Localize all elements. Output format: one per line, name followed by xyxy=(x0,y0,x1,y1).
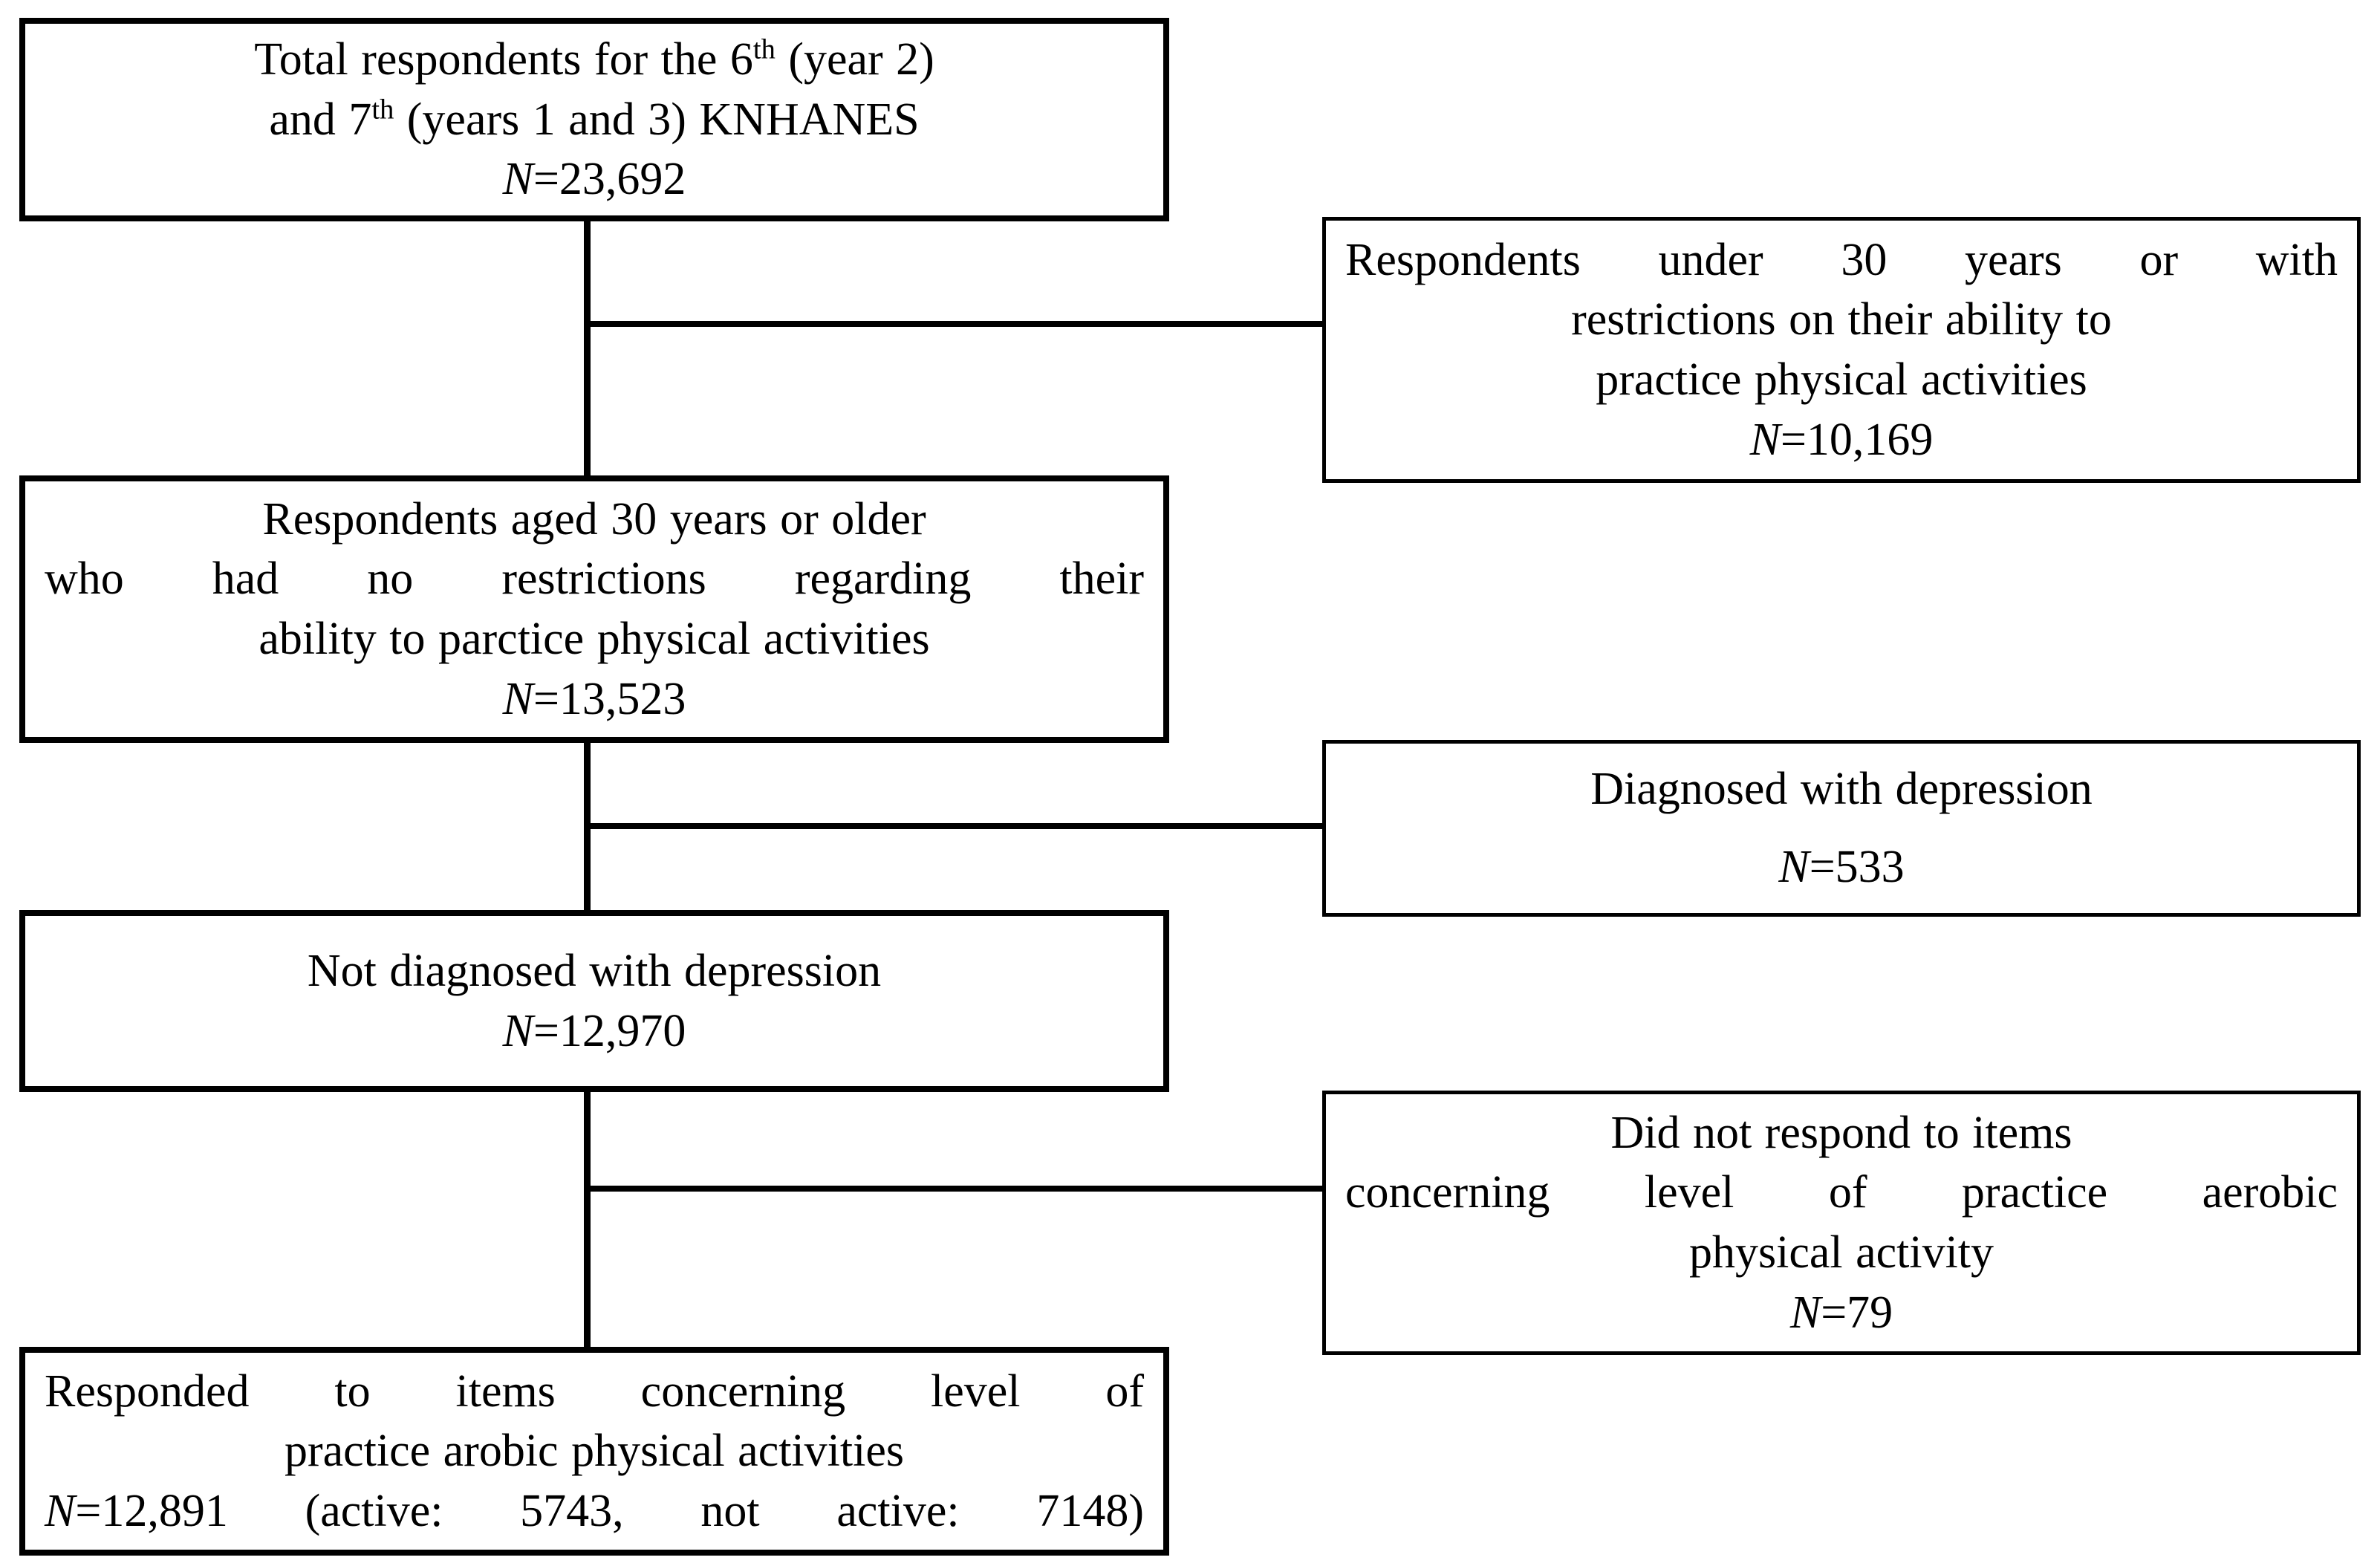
n-symbol: N xyxy=(1749,414,1781,465)
n-value: =12,970 xyxy=(533,1005,686,1056)
box-excl1-line1: Respondents under 30 years or with xyxy=(1345,234,2338,285)
box-aged30-line3: ability to parctice physical activities xyxy=(259,614,930,664)
box-excl1-line2: restrictions on their ability to xyxy=(1571,294,2112,345)
box-total-respondents: Total respondents for the 6th (year 2) a… xyxy=(19,18,1169,221)
box-aged30-line2: who had no restrictions regarding their xyxy=(45,553,1144,605)
box-responded-line1: Responded to items concerning level of xyxy=(45,1365,1144,1417)
connector-branch-2 xyxy=(584,823,1325,829)
box-excl1-line3: practice physical activities xyxy=(1596,354,2087,405)
box-not-diagnosed-depression: Not diagnosed with depression N=12,970 xyxy=(19,910,1169,1092)
n-symbol: N xyxy=(502,1005,533,1056)
box-excl2-n: N=533 xyxy=(1326,837,2357,897)
box-total-respondents-line1: Total respondents for the 6th (year 2) xyxy=(254,33,934,85)
n-symbol: N xyxy=(1778,842,1810,892)
box-responded-line2: practice arobic physical activities xyxy=(284,1426,904,1477)
connector-branch-1 xyxy=(584,321,1325,327)
n-value: =10,169 xyxy=(1780,414,1934,465)
n-value: =12,891 (active: 5743, not active: 7148) xyxy=(75,1485,1144,1536)
box-excl1-n: N=10,169 xyxy=(1326,410,2357,470)
box-excl3-n: N=79 xyxy=(1326,1283,2357,1343)
box-responded-aerobic-items: Responded to items concerning level of p… xyxy=(19,1347,1169,1556)
n-symbol: N xyxy=(502,673,533,724)
box-respondents-aged-30-or-older: Respondents aged 30 years or older who h… xyxy=(19,475,1169,743)
box-total-respondents-n: N=23,692 xyxy=(25,149,1163,209)
box-not-diagnosed-n: N=12,970 xyxy=(25,1001,1163,1062)
box-not-diagnosed-line1: Not diagnosed with depression xyxy=(307,945,882,996)
n-value: =533 xyxy=(1809,842,1905,892)
box-excluded-diagnosed-depression: Diagnosed with depression N=533 xyxy=(1322,740,2361,917)
box-excl3-line3: physical activity xyxy=(1688,1227,1994,1278)
box-total-respondents-line2: and 7th (years 1 and 3) KNHANES xyxy=(269,94,920,145)
box-excl2-line1: Diagnosed with depression xyxy=(1590,764,2093,815)
ordinal-suffix-6th: th xyxy=(752,33,776,65)
box-responded-n: N=12,891 (active: 5743, not active: 7148… xyxy=(25,1481,1163,1541)
box-aged30-line1: Respondents aged 30 years or older xyxy=(262,493,926,545)
ordinal-suffix-7th: th xyxy=(371,94,394,126)
connector-spine-3 xyxy=(584,1088,591,1351)
connector-branch-3 xyxy=(584,1186,1325,1192)
box-excluded-under-30-or-restricted: Respondents under 30 years or with restr… xyxy=(1322,217,2361,483)
n-symbol: N xyxy=(502,154,533,205)
box-excl3-line1: Did not respond to items xyxy=(1610,1107,2072,1158)
n-symbol: N xyxy=(45,1485,76,1536)
box-aged30-n: N=13,523 xyxy=(25,669,1163,730)
n-value: =13,523 xyxy=(533,673,686,724)
n-symbol: N xyxy=(1789,1287,1821,1338)
box-excluded-no-response-aerobic: Did not respond to items concerning leve… xyxy=(1322,1091,2361,1355)
connector-spine-1 xyxy=(584,218,591,480)
n-value: =23,692 xyxy=(533,154,686,205)
box-excl3-line2: concerning level of practice aerobic xyxy=(1345,1167,2338,1218)
n-value: =79 xyxy=(1821,1287,1893,1338)
